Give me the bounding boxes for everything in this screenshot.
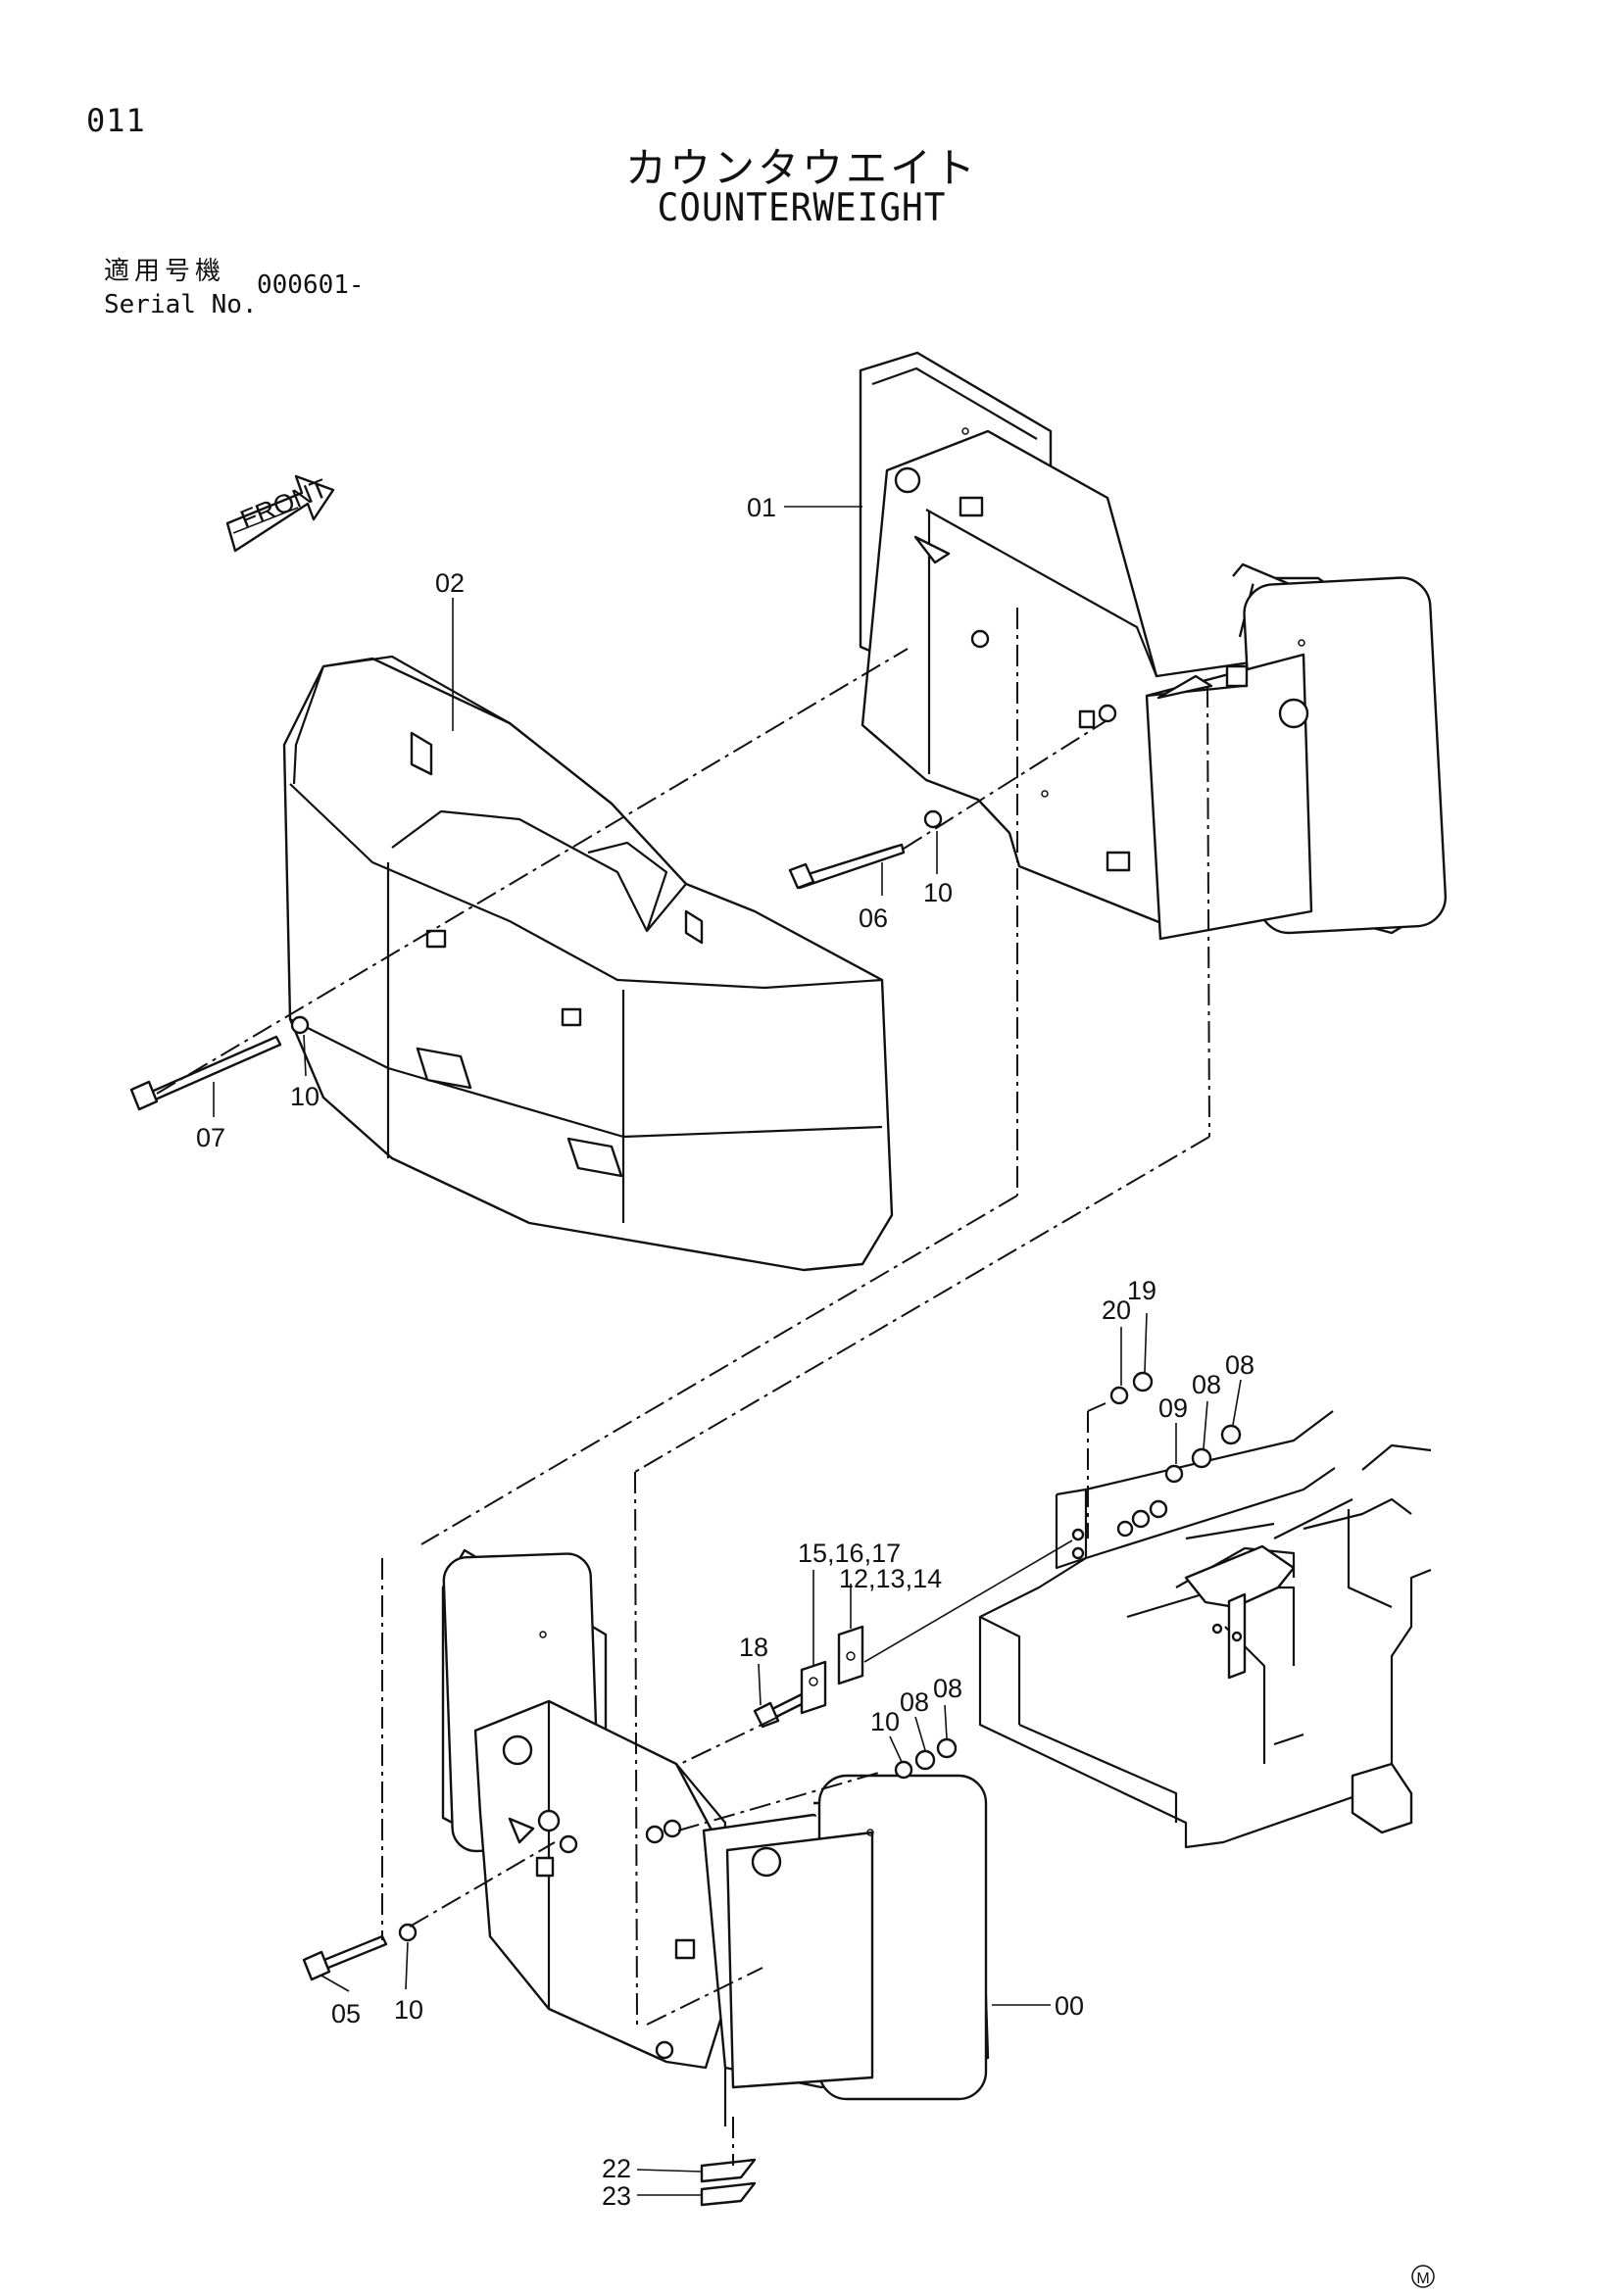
callout-07: 07 xyxy=(196,1123,225,1152)
part-02-counterweight xyxy=(282,655,894,1272)
washer-10-icon xyxy=(923,809,943,829)
callout-01: 01 xyxy=(747,493,776,522)
callout-22: 22 xyxy=(602,2154,631,2183)
washer-09-icon xyxy=(1164,1464,1184,1484)
callout-02: 02 xyxy=(435,568,465,598)
nut-19-icon xyxy=(1132,1371,1154,1392)
callout-00: 00 xyxy=(1055,1991,1084,2021)
nut-08-icon xyxy=(936,1737,958,1759)
assembly-lines xyxy=(156,608,1210,2166)
serial-value: 000601- xyxy=(257,270,365,300)
nut-08-icon xyxy=(1191,1447,1212,1469)
callout-08: 08 xyxy=(1192,1370,1221,1399)
callout-08: 08 xyxy=(900,1687,929,1717)
callout-09: 09 xyxy=(1158,1393,1188,1423)
part-00-side-weight xyxy=(441,1548,990,2126)
callout-10: 10 xyxy=(290,1082,320,1111)
title-japanese: カウンタウエイト xyxy=(624,144,978,192)
part-01-side-weight xyxy=(859,351,1448,941)
bracket-plates-icon xyxy=(800,1625,864,1715)
bolt-06-icon xyxy=(788,843,906,890)
shims-icon xyxy=(700,2158,757,2207)
washer-10-icon xyxy=(290,1015,310,1035)
callout-08: 08 xyxy=(1225,1350,1254,1380)
callout-05: 05 xyxy=(331,1999,361,2028)
callout-23: 23 xyxy=(602,2181,631,2211)
page-number: 011 xyxy=(86,102,146,139)
washer-10-icon xyxy=(398,1923,418,1942)
front-arrow-icon: FRONT xyxy=(225,473,335,553)
serial-label-japanese: 適用号機 xyxy=(104,257,226,286)
bolt-07-icon xyxy=(129,1035,282,1111)
callout-06: 06 xyxy=(859,904,888,933)
bolt-05-icon xyxy=(302,1934,388,1981)
callout-18: 18 xyxy=(739,1633,768,1662)
nut-08-icon xyxy=(1220,1424,1242,1445)
front-arrow-label: FRONT xyxy=(236,473,331,535)
washer-20-icon xyxy=(1109,1386,1129,1405)
callout-20: 20 xyxy=(1102,1295,1131,1325)
nut-08-icon xyxy=(914,1749,936,1771)
rod-line xyxy=(863,1539,1073,1663)
callout-08: 08 xyxy=(933,1674,962,1703)
copyright-mark-label: M xyxy=(1416,2271,1429,2287)
callout-12-13-14: 12,13,14 xyxy=(839,1564,942,1593)
callout-10: 10 xyxy=(394,1995,423,2025)
serial-label-english: Serial No. xyxy=(104,290,258,319)
callout-19: 19 xyxy=(1127,1276,1156,1305)
title-english: COUNTERWEIGHT xyxy=(657,185,947,231)
callout-10: 10 xyxy=(870,1707,900,1736)
copyright-mark: M xyxy=(1411,2265,1435,2288)
upperstructure-frame xyxy=(978,1410,1432,1849)
leader-lines xyxy=(213,506,1242,2196)
washer-10-icon xyxy=(894,1760,913,1780)
callout-10: 10 xyxy=(923,878,953,907)
callout-15-16-17: 15,16,17 xyxy=(798,1539,901,1568)
